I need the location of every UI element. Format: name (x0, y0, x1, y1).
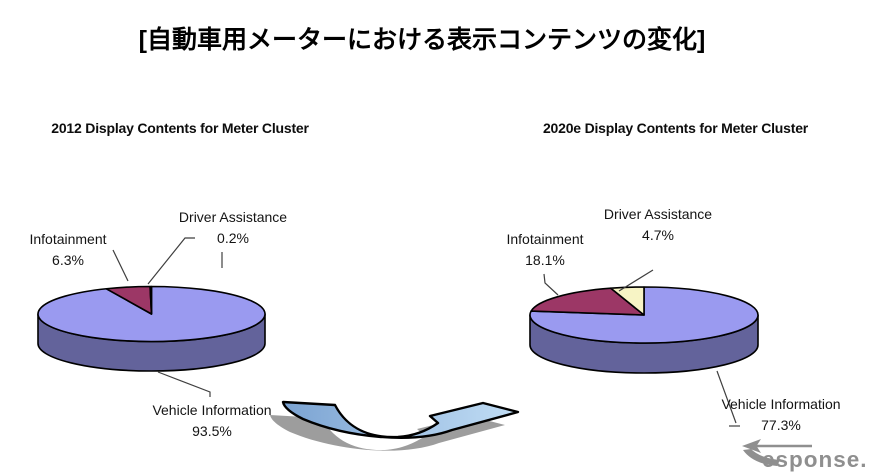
slice-label-infotainment-2012: Infotainment 6.3% (8, 229, 128, 271)
response-logo-arrow-icon (742, 439, 761, 453)
slice-pct: 0.2% (217, 230, 249, 246)
chart-title-2012: 2012 Display Contents for Meter Cluster (51, 120, 309, 136)
transition-arrow (270, 400, 520, 451)
slice-label-infotainment-2020e: Infotainment 18.1% (485, 229, 605, 271)
slice-label-vehicle-information-2012: Vehicle Information 93.5% (152, 400, 272, 442)
slice-name: Infotainment (29, 231, 107, 247)
page-title: [自動車用メーターにおける表示コンテンツの変化] (138, 26, 706, 54)
slice-name: Infotainment (506, 231, 584, 247)
slice-name: Vehicle Information (721, 396, 841, 412)
pie-chart-2012 (37, 285, 266, 372)
response-logo-swoosh-icon (743, 449, 780, 466)
slice-pct: 77.3% (761, 417, 801, 433)
slice-name: Driver Assistance (603, 206, 713, 222)
slice-pct: 93.5% (192, 423, 232, 439)
slice-pct: 4.7% (642, 227, 674, 243)
slice-name: Driver Assistance (178, 209, 288, 225)
slice-label-vehicle-information-2020e: Vehicle Information 77.3% (721, 394, 841, 436)
response-logo: esponse. (742, 439, 868, 472)
slice-name: Vehicle Information (152, 402, 272, 418)
slice-pct: 18.1% (525, 252, 565, 268)
pie-chart-2020e (529, 286, 759, 374)
slice-label-driver-assistance-2020e: Driver Assistance 4.7% (598, 204, 718, 246)
right-arrow-icon (281, 400, 520, 439)
slice-pct: 6.3% (52, 252, 84, 268)
slice-label-driver-assistance-2012: Driver Assistance 0.2% (173, 207, 293, 249)
watermark-text: esponse. (762, 447, 868, 472)
label-leader-lines (112, 237, 740, 427)
chart-title-2020e: 2020e Display Contents for Meter Cluster (542, 120, 809, 136)
